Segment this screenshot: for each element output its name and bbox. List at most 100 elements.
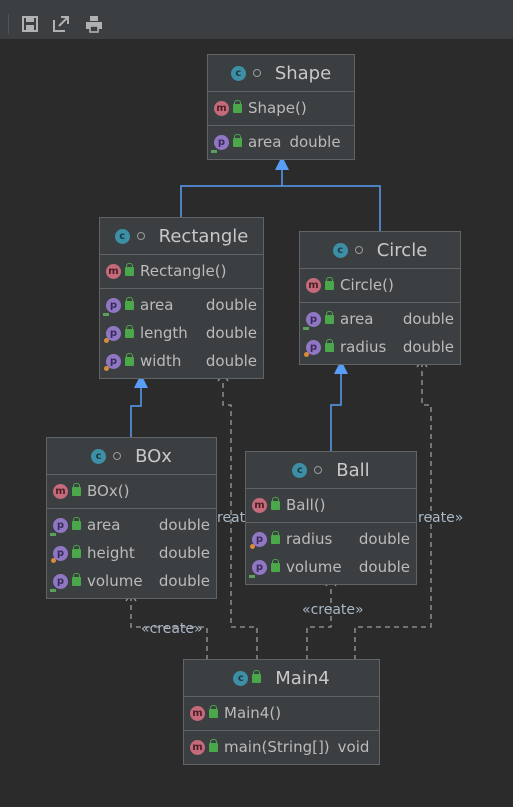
- method-icon: m: [106, 263, 121, 279]
- class-rectangle[interactable]: c Rectangle m Rectangle() p area double …: [99, 217, 264, 379]
- inheritance-edge-ball: [330, 374, 342, 452]
- field-type: double: [402, 338, 454, 356]
- property-icon: p: [104, 325, 121, 343]
- class-name: BOx: [135, 445, 172, 467]
- method-row[interactable]: m Circle(): [300, 271, 460, 299]
- class-header: c Main4: [184, 660, 379, 697]
- class-ball[interactable]: c Ball m Ball() p radius double p volume…: [245, 451, 417, 585]
- field-name: height: [87, 544, 135, 562]
- field-type: double: [358, 558, 410, 576]
- field-name: volume: [87, 572, 143, 590]
- class-header: c Circle: [300, 232, 460, 269]
- field-name: radius: [286, 530, 333, 548]
- public-visibility-icon: [125, 296, 134, 310]
- diagram-toolbar: [0, 0, 513, 40]
- fields-section: p area double p height double p volume d…: [47, 509, 216, 598]
- method-row[interactable]: m main(String[]) void: [184, 733, 379, 761]
- property-icon: p: [304, 339, 321, 357]
- property-icon: p: [51, 545, 68, 563]
- methods-section: m Main4(): [184, 697, 379, 731]
- field-name: volume: [286, 558, 342, 576]
- method-name: Circle(): [340, 276, 394, 294]
- field-row[interactable]: p length double: [100, 319, 263, 347]
- public-visibility-icon: [72, 572, 81, 586]
- class-shape[interactable]: c Shape m Shape() p area double: [207, 54, 355, 160]
- class-box[interactable]: c BOx m BOx() p area double p height dou…: [46, 437, 217, 599]
- public-visibility-icon: [209, 738, 218, 752]
- methods-section: m BOx(): [47, 475, 216, 509]
- field-row[interactable]: p height double: [47, 539, 216, 567]
- property-icon: p: [104, 353, 121, 371]
- public-visibility-icon: [233, 99, 242, 113]
- public-visibility-icon: [271, 530, 280, 544]
- method-row[interactable]: m Shape(): [208, 94, 354, 122]
- inheritance-edge-shape: [180, 170, 381, 232]
- field-row[interactable]: p volume double: [47, 567, 216, 595]
- runnable-class-icon: c: [233, 670, 249, 686]
- method-name: main(String[]): [224, 738, 330, 756]
- public-visibility-icon: [125, 324, 134, 338]
- field-row[interactable]: p radius double: [246, 525, 416, 553]
- save-button[interactable]: [20, 14, 40, 34]
- property-icon: p: [211, 134, 229, 153]
- property-icon: p: [249, 559, 267, 578]
- field-row[interactable]: p area double: [208, 128, 354, 156]
- fields-section: p area double p length double p width do…: [100, 289, 263, 378]
- method-row[interactable]: m BOx(): [47, 477, 216, 505]
- public-visibility-icon: [209, 704, 218, 718]
- public-visibility-icon: [125, 352, 134, 366]
- method-row[interactable]: m Ball(): [246, 491, 416, 519]
- static-method-icon: m: [190, 739, 205, 755]
- field-row[interactable]: p radius double: [300, 333, 460, 361]
- property-icon: p: [303, 311, 321, 330]
- method-icon: m: [53, 483, 68, 499]
- create-label-ball: «create»: [302, 602, 364, 618]
- create-label-circle: reate»: [418, 510, 464, 526]
- class-header: c Shape: [208, 55, 354, 92]
- class-icon: c: [114, 228, 130, 244]
- field-row[interactable]: p area double: [100, 291, 263, 319]
- field-type: double: [402, 310, 454, 328]
- field-row[interactable]: p area double: [300, 305, 460, 333]
- public-visibility-icon: [325, 310, 334, 324]
- inheritance-arrowhead-shape: [275, 156, 289, 170]
- create-edge-rectangle: [222, 378, 258, 660]
- method-name: BOx(): [87, 482, 130, 500]
- method-icon: m: [306, 277, 321, 293]
- class-header: c Rectangle: [100, 218, 263, 255]
- package-visibility-icon: [113, 452, 122, 460]
- field-type: double: [158, 516, 210, 534]
- field-row[interactable]: p volume double: [246, 553, 416, 581]
- inheritance-edge-box: [130, 388, 142, 438]
- class-name: Ball: [336, 459, 370, 481]
- method-row[interactable]: m Main4(): [184, 699, 379, 727]
- inheritance-arrowhead-circle: [334, 360, 348, 374]
- methods-section: m Ball(): [246, 489, 416, 523]
- create-label-box: «create»: [141, 621, 203, 637]
- package-visibility-icon: [136, 232, 145, 240]
- class-header: c BOx: [47, 438, 216, 475]
- field-row[interactable]: p area double: [47, 511, 216, 539]
- export-button[interactable]: [51, 14, 71, 34]
- class-circle[interactable]: c Circle m Circle() p area double p radi…: [299, 231, 461, 365]
- create-edge-circle: [354, 364, 432, 660]
- field-name: width: [140, 352, 182, 370]
- class-icon: c: [230, 65, 246, 81]
- class-header: c Ball: [246, 452, 416, 489]
- method-name: Shape(): [248, 99, 307, 117]
- method-icon: m: [252, 497, 267, 513]
- methods-section: m Shape(): [208, 92, 354, 126]
- class-name: Circle: [376, 239, 428, 261]
- public-visibility-icon: [72, 544, 81, 558]
- field-name: area: [87, 516, 121, 534]
- property-icon: p: [50, 573, 68, 592]
- field-row[interactable]: p width double: [100, 347, 263, 375]
- method-name: Rectangle(): [140, 262, 227, 280]
- property-icon: p: [50, 517, 68, 536]
- print-button[interactable]: [84, 14, 104, 34]
- methods-section: m Circle(): [300, 269, 460, 303]
- inheritance-arrowhead-rectangle: [134, 374, 148, 388]
- method-row[interactable]: m Rectangle(): [100, 257, 263, 285]
- class-main4[interactable]: c Main4 m Main4() m main(String[]) void: [183, 659, 380, 765]
- toolbar-separator: [8, 14, 9, 34]
